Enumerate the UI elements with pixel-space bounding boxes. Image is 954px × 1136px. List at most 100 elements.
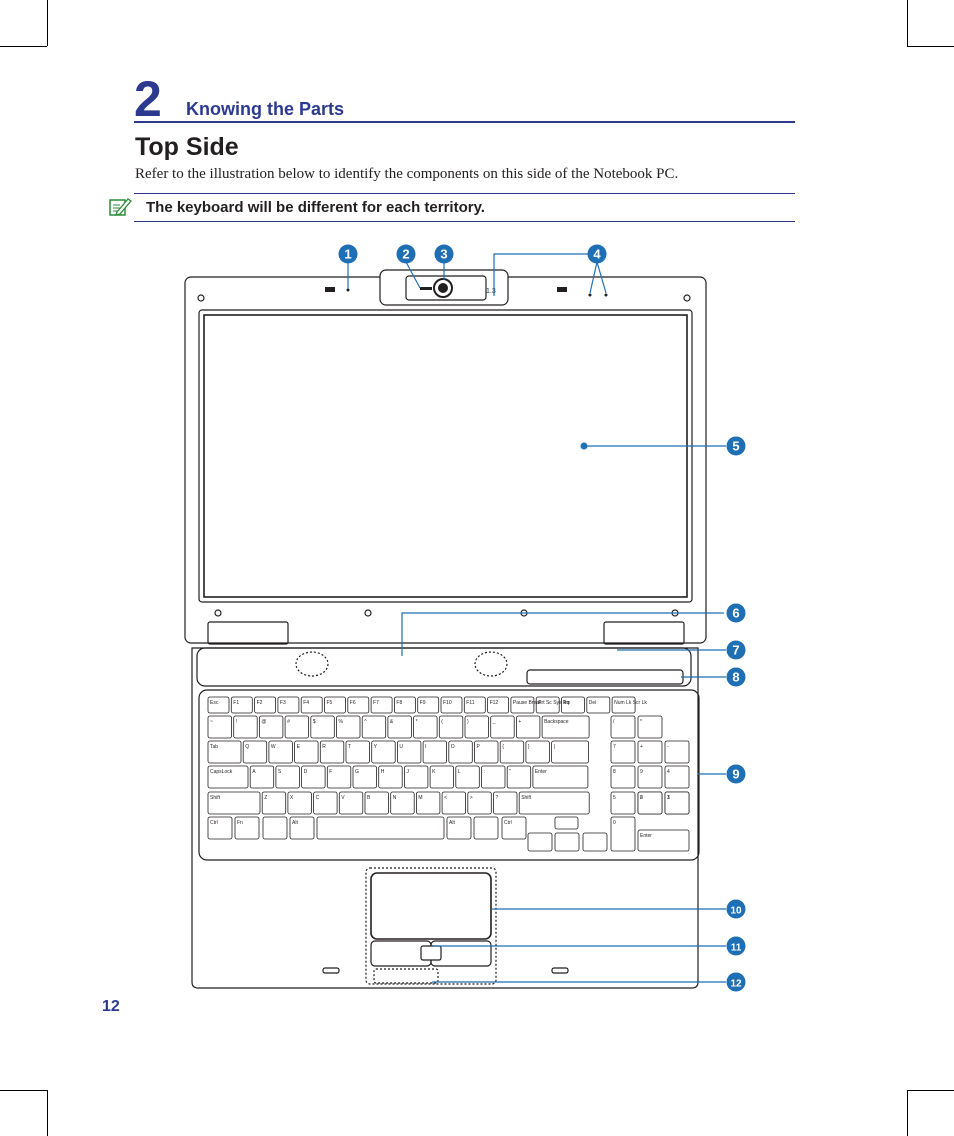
key-label: {: [502, 744, 504, 750]
keyboard-key: [516, 715, 541, 739]
keyboard-key: [275, 765, 300, 789]
key-label: @: [261, 719, 266, 725]
key-label: G: [355, 769, 359, 775]
key-label: &: [390, 719, 394, 725]
keyboard-key: [518, 791, 590, 815]
keyboard-key: [370, 696, 393, 714]
crop-mark: [47, 0, 48, 46]
chapter-number: 2: [134, 71, 162, 127]
key-label: Alt: [449, 820, 455, 826]
key-label: 1: [667, 795, 670, 801]
crop-mark: [907, 46, 954, 47]
keyboard-key: [501, 816, 527, 840]
key-label: F12: [490, 700, 499, 706]
key-label: +: [518, 719, 521, 725]
key-label: ): [467, 719, 469, 725]
display-bezel: [198, 309, 693, 603]
keyboard-key: [527, 832, 553, 852]
touchpad-dotted-area: [365, 867, 497, 985]
keyboard-key: [610, 715, 636, 739]
hinge-left: [207, 621, 289, 645]
key-label: F2: [257, 700, 263, 706]
key-label: CapsLock: [210, 769, 233, 775]
keyboard-key: [554, 832, 580, 852]
keyboard-key: [313, 791, 338, 815]
key-label: Ctrl: [210, 820, 218, 826]
keyboard-key: [371, 740, 396, 764]
key-label: F7: [373, 700, 379, 706]
keyboard-key: [532, 765, 589, 789]
callout-number: 10: [730, 906, 742, 917]
keyboard-key: [207, 715, 232, 739]
keyboard-key: [289, 816, 315, 840]
note-text: The keyboard will be different for each …: [146, 199, 485, 216]
key-label: F8: [396, 700, 402, 706]
key-label: W: [271, 744, 276, 750]
keyboard-key: [387, 715, 412, 739]
key-label: Shift: [521, 795, 532, 801]
crop-mark: [907, 0, 908, 46]
header-rule: [134, 121, 795, 123]
key-label: :: [484, 769, 485, 775]
keyboard-key: [561, 696, 585, 714]
keyboard-key: [352, 765, 377, 789]
speaker-bar: [196, 647, 692, 687]
crop-mark: [907, 1090, 954, 1091]
key-label: L: [458, 769, 461, 775]
keyboard-key: [481, 765, 506, 789]
key-label: K: [432, 769, 436, 775]
key-label: Num Lk Scr Lk: [614, 700, 647, 706]
keyboard-key: [310, 715, 335, 739]
keyboard-key: [441, 791, 467, 815]
touchpad: [370, 872, 492, 940]
keyboard-key: [207, 816, 233, 840]
lid-outline: [184, 276, 707, 644]
key-label: P: [477, 744, 481, 750]
key-label: E: [297, 744, 301, 750]
keyboard-key: [207, 696, 230, 714]
keyboard-key: [448, 740, 473, 764]
keyboard-key: [319, 740, 345, 764]
key-label: Q: [245, 744, 249, 750]
keyboard-key: [417, 696, 440, 714]
key-label: Tab: [210, 744, 218, 750]
note-top-rule: [134, 193, 795, 194]
keyboard-key: [473, 816, 499, 840]
keyboard-key: [403, 765, 429, 789]
camera-badge: 1.3: [486, 288, 496, 295]
keyboard-key: [378, 765, 403, 789]
key-label: J: [406, 769, 409, 775]
key-label: #: [287, 719, 290, 725]
keyboard-key: [586, 696, 611, 714]
keyboard-key: [234, 816, 260, 840]
keyboard-key: [364, 791, 389, 815]
callout-marker: [726, 972, 746, 992]
keyboard-key: [455, 765, 480, 789]
keyboard-key: [324, 696, 346, 714]
keyboard-keys: [207, 696, 690, 852]
callout-marker: [434, 244, 454, 264]
key-label: Backspace: [544, 719, 569, 725]
keyboard-key: [268, 740, 293, 764]
key-label: *: [416, 719, 418, 725]
callout-number: 7: [732, 643, 739, 658]
note-bottom-rule: [134, 221, 795, 222]
key-label: 8: [613, 769, 616, 775]
keyboard-key: [582, 832, 608, 852]
keyboard-key: [413, 715, 438, 739]
keyboard-key: [361, 715, 387, 739]
callout-number: 1: [344, 247, 351, 262]
keyboard-key: [233, 715, 258, 739]
key-label: ": [509, 769, 511, 775]
key-label: F6: [350, 700, 356, 706]
key-label: F1: [233, 700, 239, 706]
keyboard-key: [258, 715, 284, 739]
callout-number: 12: [730, 979, 742, 990]
key-label: ~: [210, 719, 213, 725]
callout-marker: [587, 244, 607, 264]
keyboard-key: [463, 696, 486, 714]
key-label: 6: [640, 795, 643, 801]
keyboard-key: [390, 791, 415, 815]
keyboard-area: [198, 689, 700, 861]
